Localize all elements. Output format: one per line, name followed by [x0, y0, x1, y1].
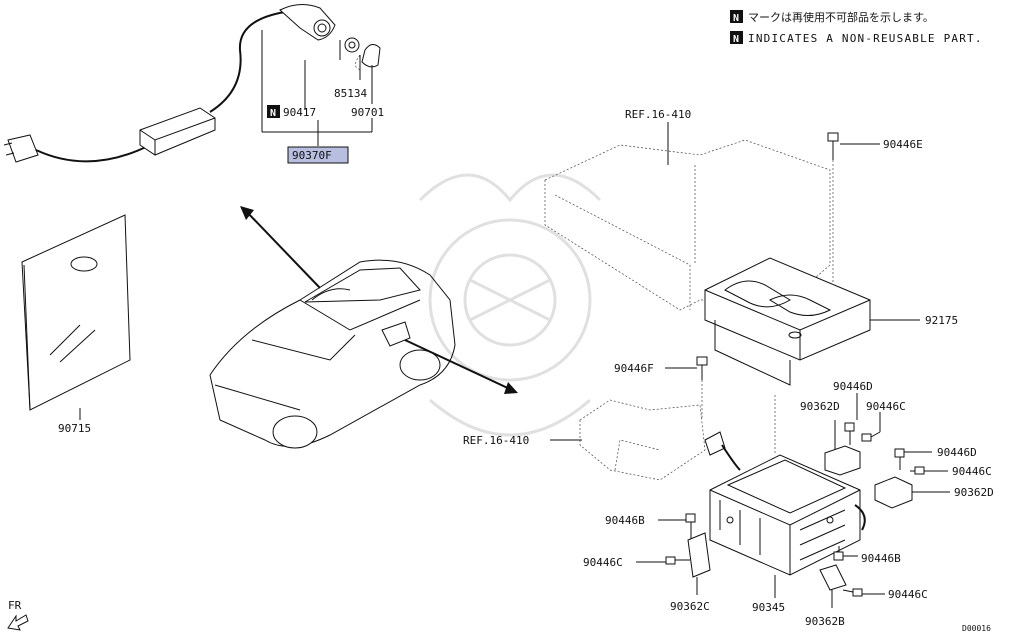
part-90446C-right[interactable]: 90446C	[952, 465, 992, 478]
part-90701[interactable]: 90701	[351, 106, 384, 119]
bracket-90362C	[687, 532, 711, 595]
ref-16-410-top[interactable]: REF.16-410	[625, 108, 691, 121]
part-90417[interactable]: 90417	[283, 106, 316, 119]
inverter-harness	[704, 431, 741, 471]
bracket-90362D-left	[824, 420, 861, 476]
part-90446E[interactable]: 90446E	[883, 138, 923, 151]
svg-text:N: N	[733, 13, 739, 24]
part-90446C-bottom[interactable]: 90446C	[888, 588, 928, 601]
non-reusable-icon	[267, 105, 280, 118]
part-90446F[interactable]: 90446F	[614, 362, 654, 375]
bolt-90446C-right	[910, 466, 925, 475]
bolt-90446C-top	[861, 412, 881, 442]
part-90446B-right[interactable]: 90446B	[861, 552, 901, 565]
part-90446C-top[interactable]: 90446C	[866, 400, 906, 413]
legend-english-text: INDICATES A NON-REUSABLE PART.	[748, 32, 983, 45]
bracket-90362B	[819, 564, 847, 608]
ref-16-410-mid[interactable]: REF.16-410	[463, 434, 529, 447]
part-90362D-right[interactable]: 90362D	[954, 486, 994, 499]
part-90446B-left[interactable]: 90446B	[605, 514, 645, 527]
bolt-90446C-left	[665, 556, 690, 565]
front-arrow-icon	[7, 614, 29, 631]
vehicle-outline	[209, 259, 456, 449]
bracket-92175	[704, 257, 871, 386]
bracket-90362D-right	[874, 476, 913, 509]
watermark-logo	[418, 173, 602, 437]
bolt-90446D-right	[894, 448, 905, 470]
part-90446D-right[interactable]: 90446D	[937, 446, 977, 459]
cable-callouts	[261, 30, 373, 146]
owner-manual-illustration	[21, 214, 131, 420]
part-92175[interactable]: 92175	[925, 314, 958, 327]
fr-label: FR	[8, 599, 22, 612]
part-90362D-left[interactable]: 90362D	[800, 400, 840, 413]
part-90715[interactable]: 90715	[58, 422, 91, 435]
rear-floor-ghost-top	[544, 139, 831, 311]
diagram-id: D00016	[962, 624, 991, 633]
bolt-90446B-left	[685, 513, 696, 540]
legend-japanese: N マークは再使用不可部品を示します。	[730, 10, 934, 24]
part-90446C-left[interactable]: 90446C	[583, 556, 623, 569]
bolt-90446C-bottom	[842, 588, 863, 597]
non-reusable-icon	[730, 10, 743, 23]
non-reusable-icon	[730, 31, 743, 44]
assembly-90370F-box	[287, 146, 349, 164]
svg-text:N: N	[733, 34, 739, 45]
svg-text:N: N	[270, 108, 276, 119]
bolt-90446F	[696, 356, 708, 420]
legend-japanese-text: マークは再使用不可部品を示します。	[748, 10, 934, 24]
part-85134[interactable]: 85134	[334, 87, 367, 100]
part-90446D-top[interactable]: 90446D	[833, 380, 873, 393]
bolt-90446D-top	[844, 393, 858, 445]
location-arrows	[240, 206, 518, 394]
legend-english: N INDICATES A NON-REUSABLE PART.	[730, 31, 983, 45]
front-direction-indicator: FR	[7, 599, 29, 631]
part-90362B[interactable]: 90362B	[805, 615, 845, 628]
rear-floor-ghost-mid	[579, 399, 706, 481]
charging-cable-illustration	[3, 4, 381, 163]
part-90345[interactable]: 90345	[752, 601, 785, 614]
assembly-90370F[interactable]: 90370F	[292, 149, 332, 162]
bolt-90446E	[827, 132, 839, 285]
inverter-90345	[709, 454, 866, 576]
part-90362C[interactable]: 90362C	[670, 600, 710, 613]
